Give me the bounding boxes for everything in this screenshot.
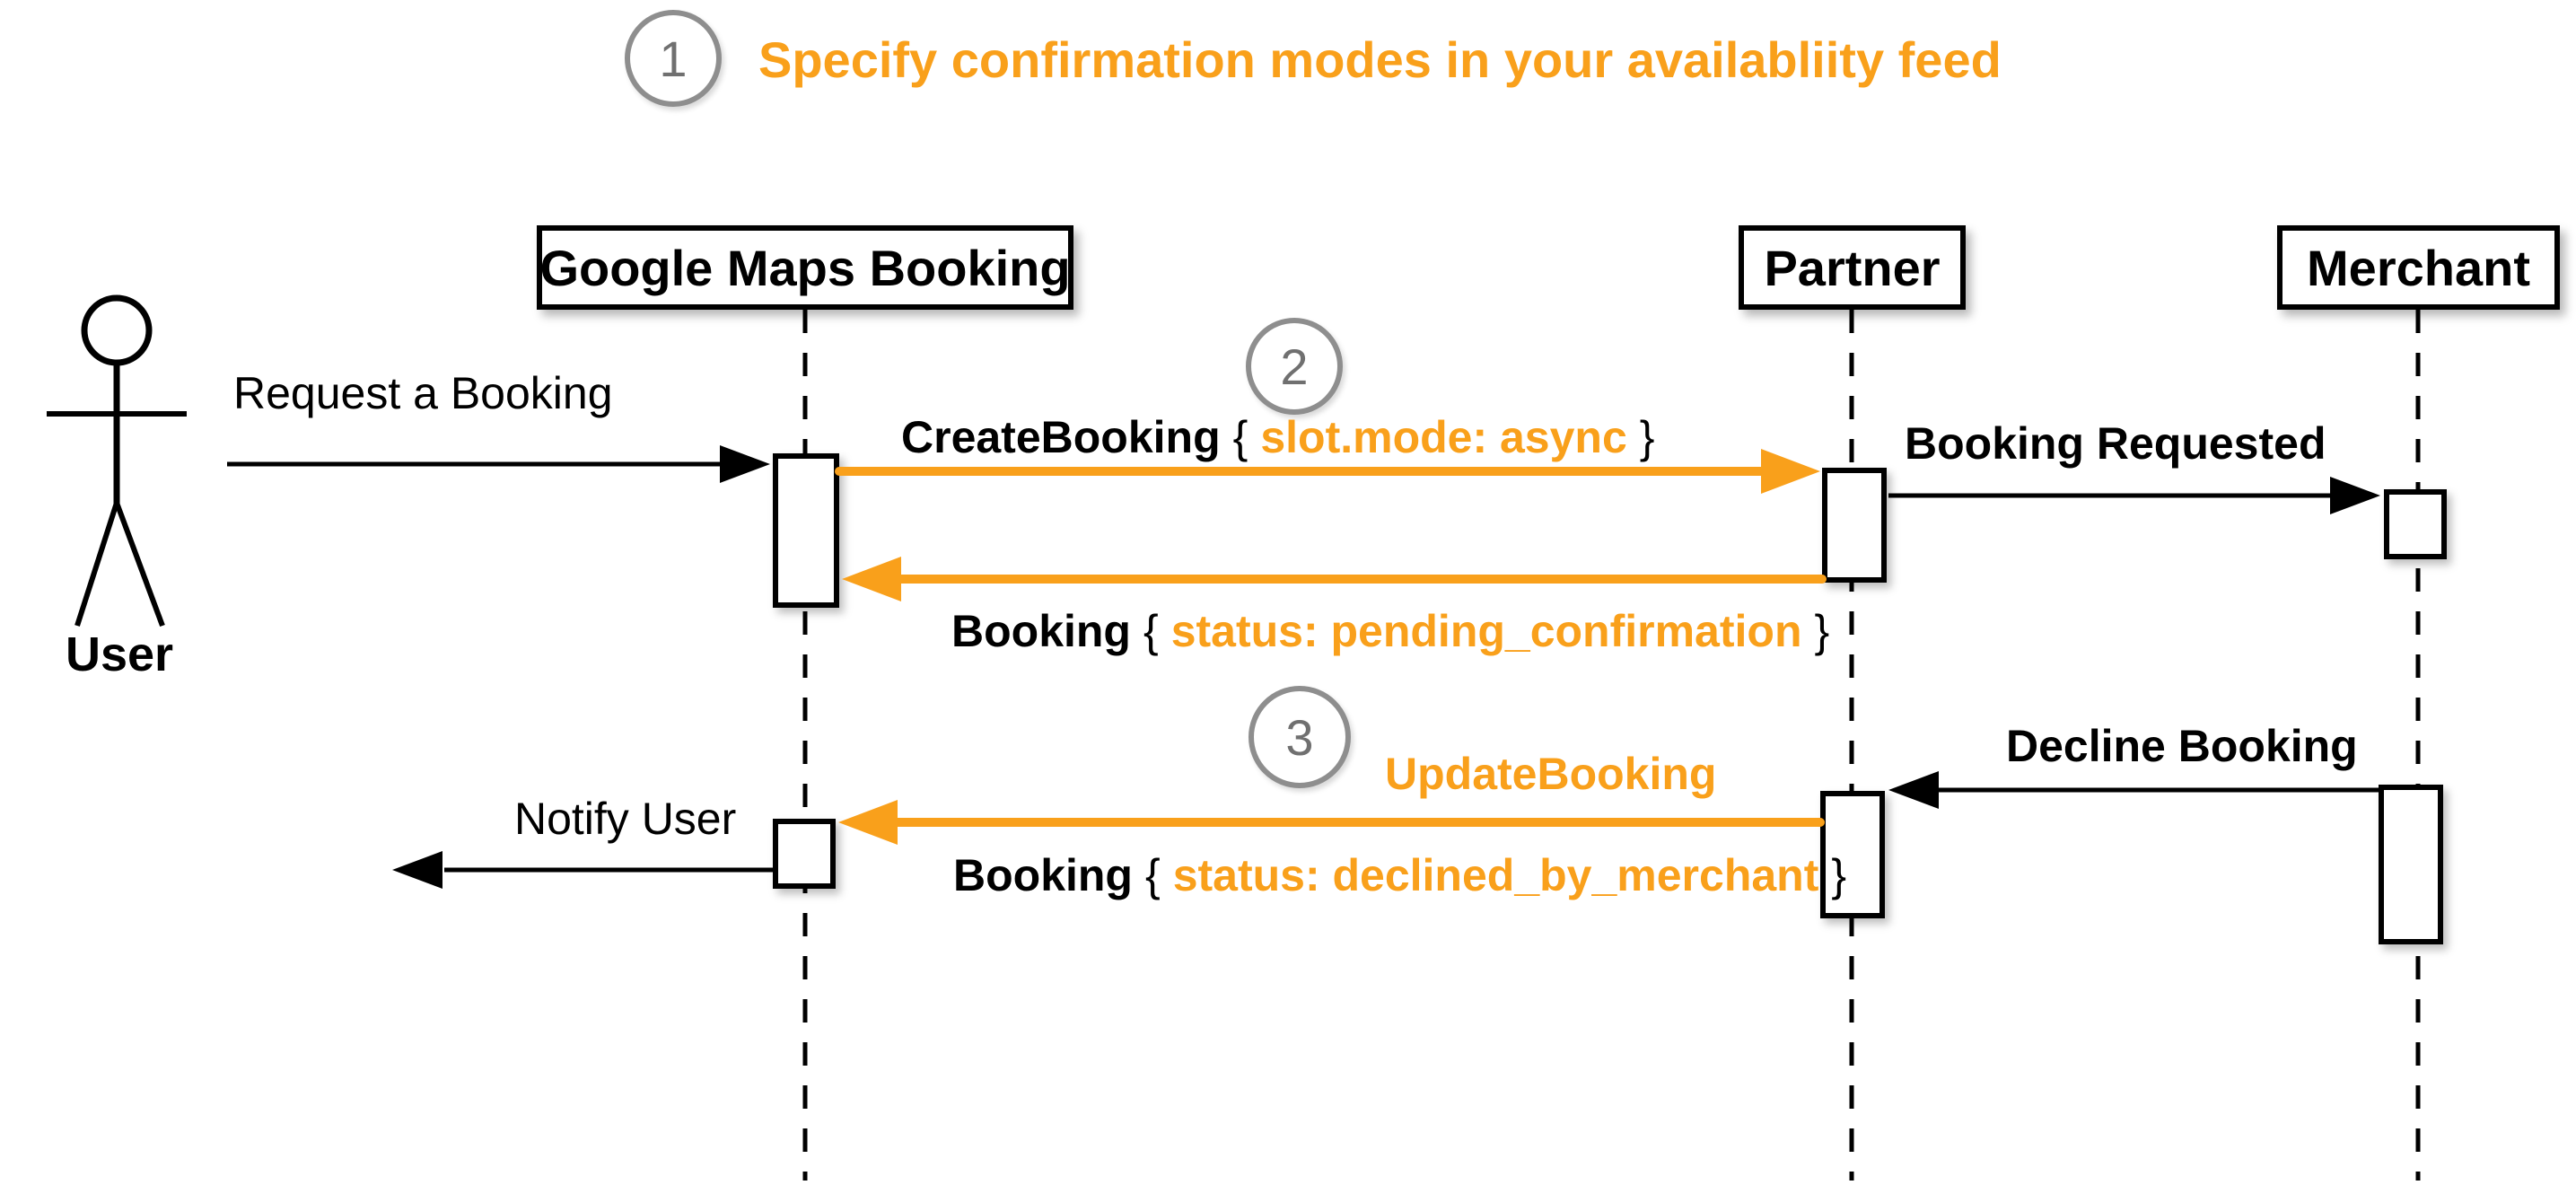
message-create-booking-param: slot.mode: async — [1260, 412, 1627, 462]
activation-merchant-1 — [2384, 489, 2447, 559]
arrow-booking-requested — [1888, 477, 2380, 514]
activation-partner-2 — [1820, 791, 1885, 918]
actor-google-label: Google Maps Booking — [539, 239, 1071, 296]
step-badge-1: 1 — [625, 10, 722, 107]
actor-google-maps-booking: Google Maps Booking — [537, 225, 1073, 310]
arrow-notify-user — [392, 851, 773, 889]
arrowhead-notify-user — [392, 851, 442, 889]
brace-open: { — [1232, 412, 1249, 462]
actor-merchant: Merchant — [2277, 225, 2560, 310]
step-2-number: 2 — [1280, 338, 1309, 395]
message-create-booking-name: CreateBooking — [901, 412, 1221, 462]
message-booking-declined-param: status: declined_by_merchant — [1172, 850, 1819, 900]
actor-user-label: User — [65, 628, 174, 681]
brace-open: { — [1143, 606, 1159, 656]
arrow-update-booking — [838, 800, 1825, 845]
step-badge-3: 3 — [1249, 686, 1351, 788]
brace-close: } — [1831, 850, 1847, 900]
brace-close: } — [1639, 412, 1655, 462]
arrowhead-decline-booking — [1888, 771, 1939, 809]
activation-google-1 — [773, 453, 839, 608]
actor-partner-label: Partner — [1764, 239, 1941, 296]
message-booking-pending: Booking { status: pending_confirmation } — [951, 600, 1829, 663]
message-update-booking: UpdateBooking — [1385, 749, 1717, 799]
actor-merchant-label: Merchant — [2307, 239, 2530, 296]
arrowhead-booking-pending — [842, 557, 901, 601]
message-booking-declined: Booking { status: declined_by_merchant } — [953, 844, 1846, 907]
stick-figure-leg-right — [114, 501, 165, 628]
activation-merchant-2 — [2379, 785, 2443, 944]
step-3-number: 3 — [1285, 708, 1314, 766]
arrow-booking-pending — [842, 557, 1827, 601]
arrow-create-booking — [835, 449, 1820, 494]
arrow-request-a-booking — [227, 445, 770, 483]
arrowhead-request — [720, 445, 770, 483]
user-stick-figure — [47, 294, 187, 628]
stick-figure-leg-left — [74, 502, 119, 627]
brace-close: } — [1814, 606, 1830, 656]
diagram-title: Specify confirmation modes in your avail… — [758, 31, 2002, 88]
activation-google-2 — [773, 819, 836, 889]
arrowhead-booking-requested — [2330, 477, 2380, 514]
brace-open: { — [1144, 850, 1161, 900]
message-decline-booking: Decline Booking — [2006, 721, 2358, 771]
step-1-number: 1 — [659, 30, 688, 87]
message-booking-pending-param: status: pending_confirmation — [1170, 606, 1802, 656]
message-create-booking: CreateBooking { slot.mode: async } — [901, 406, 1654, 469]
message-booking-requested: Booking Requested — [1905, 418, 2326, 469]
arrow-decline-booking — [1888, 771, 2379, 809]
activation-partner-1 — [1822, 468, 1887, 583]
arrowhead-create-booking — [1761, 449, 1820, 494]
step-badge-2: 2 — [1246, 318, 1343, 415]
message-booking-pending-name: Booking — [951, 606, 1131, 656]
message-booking-declined-name: Booking — [953, 850, 1133, 900]
message-request-a-booking: Request a Booking — [233, 368, 613, 418]
actor-partner: Partner — [1739, 225, 1966, 310]
message-notify-user: Notify User — [514, 794, 737, 844]
arrowhead-update-booking — [838, 800, 898, 845]
